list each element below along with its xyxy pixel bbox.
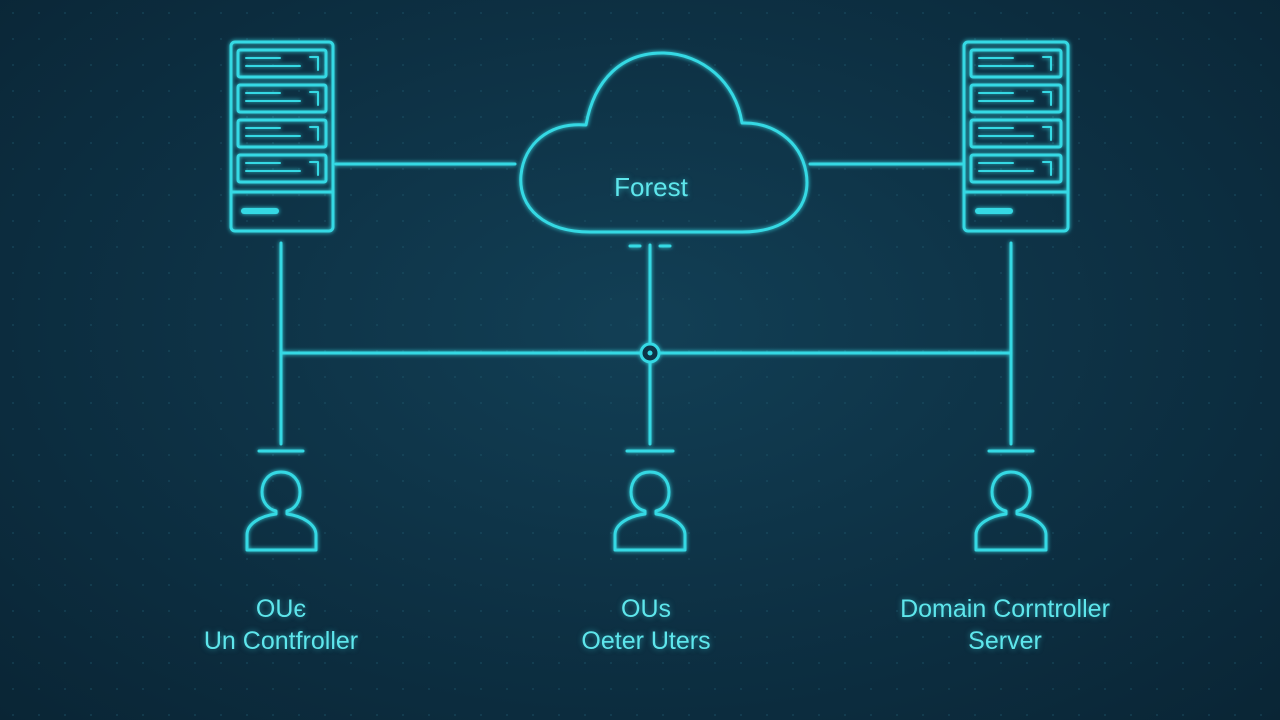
node-label-left-line2: Un Contfroller: [203, 627, 359, 655]
user-icon: [974, 470, 1048, 552]
node-label-right: Domain Corntroller Server: [900, 593, 1110, 657]
node-label-right-line2: Server: [968, 627, 1042, 655]
node-label-center-line1: OUs: [620, 595, 671, 623]
server-rack-icon: [962, 40, 1070, 233]
node-label-left-line1: OUє: [255, 595, 307, 623]
server-rack-icon: [229, 40, 335, 233]
node-label-left: OUє Un Contfroller: [204, 593, 358, 657]
cloud-label: Forest: [614, 172, 688, 202]
user-icon: [245, 470, 318, 552]
user-icon: [613, 470, 687, 552]
bus-junction-dot: [647, 350, 653, 356]
node-label-right-line1: Domain Corntroller: [900, 595, 1110, 623]
node-label-center-line2: Oeter Uters: [581, 627, 711, 655]
node-label-center: OUs Oeter Uters: [581, 593, 710, 657]
cloud-icon: [519, 51, 809, 234]
